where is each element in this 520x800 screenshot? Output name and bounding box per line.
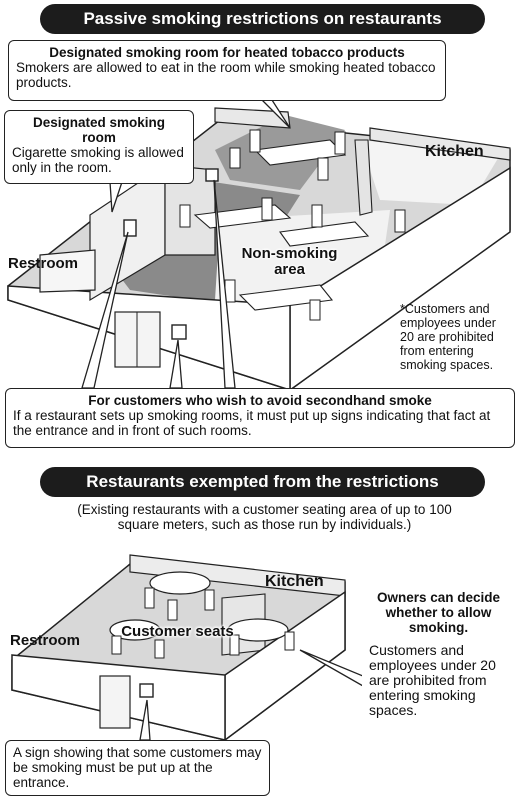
customer-seats-label: Customer seats: [121, 623, 234, 640]
heated-tobacco-room-callout: Designated smoking room for heated tobac…: [8, 40, 446, 101]
heated-tobacco-room-text: Smokers are allowed to eat in the room w…: [16, 60, 436, 90]
secondhand-smoke-callout: For customers who wish to avoid secondha…: [5, 388, 515, 448]
owners-decide-callout: Owners can decide whether to allow smoki…: [362, 586, 515, 726]
section2-title-banner: Restaurants exempted from the restrictio…: [40, 467, 485, 497]
section2-kitchen-label: Kitchen: [265, 573, 324, 590]
entrance-sign-callout: A sign showing that some customers may b…: [5, 740, 270, 796]
age-restriction-note: *Customers and employees under 20 are pr…: [400, 302, 496, 372]
restroom-label: Restroom: [8, 255, 79, 272]
section2-restroom-label: Restroom: [10, 632, 81, 649]
section1-title: Passive smoking restrictions on restaura…: [83, 9, 442, 28]
kitchen-label: Kitchen: [425, 143, 484, 160]
heated-tobacco-room-heading: Designated smoking room for heated tobac…: [49, 45, 405, 60]
cigarette-room-callout: Designated smoking room Cigarette smokin…: [4, 110, 194, 184]
owners-decide-text: Customers and employees under 20 are pro…: [369, 642, 496, 718]
cigarette-room-text: Cigarette smoking is allowed only in the…: [12, 145, 184, 175]
section2-subtitle: (Existing restaurants with a customer se…: [77, 502, 452, 532]
secondhand-smoke-heading: For customers who wish to avoid secondha…: [88, 393, 432, 408]
secondhand-smoke-text: If a restaurant sets up smoking rooms, i…: [13, 408, 491, 438]
entrance-sign-text: A sign showing that some customers may b…: [13, 745, 262, 790]
section2-title: Restaurants exempted from the restrictio…: [86, 472, 439, 491]
owners-decide-heading: Owners can decide whether to allow smoki…: [376, 590, 501, 635]
section1-title-banner: Passive smoking restrictions on restaura…: [40, 4, 485, 34]
non-smoking-area-label: Non-smoking area: [241, 245, 338, 278]
cigarette-room-heading: Designated smoking room: [32, 115, 166, 145]
